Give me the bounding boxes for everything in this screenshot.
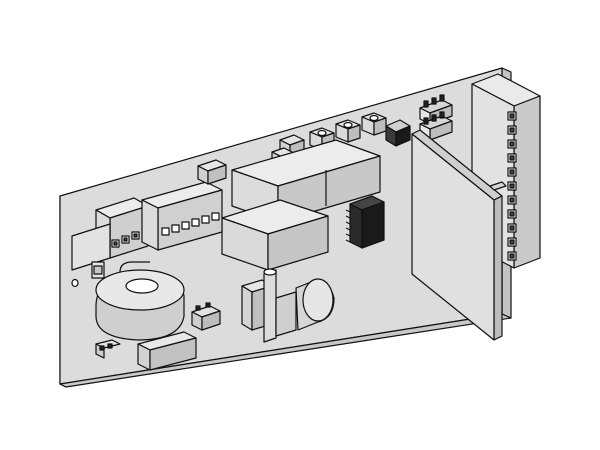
terminal-block-middle [141, 181, 223, 251]
small-relay-bottom [137, 331, 197, 371]
relay-lower [221, 199, 329, 271]
mounting-hole [71, 278, 79, 288]
push-button-3 [361, 112, 387, 136]
fuse-holder [241, 268, 297, 343]
microcontroller-chip [345, 195, 385, 249]
electrolytic-capacitor [295, 278, 335, 331]
terminal-strip-right [471, 73, 541, 269]
small-ic-top [385, 119, 411, 147]
small-header [197, 159, 227, 185]
small-connector-bottom-left [95, 339, 121, 359]
push-button-2 [335, 119, 361, 143]
daughter-board [411, 129, 507, 341]
toroidal-transformer [91, 261, 185, 341]
small-connector-bottom-mid [191, 302, 221, 331]
terminal-block-left [71, 197, 149, 271]
